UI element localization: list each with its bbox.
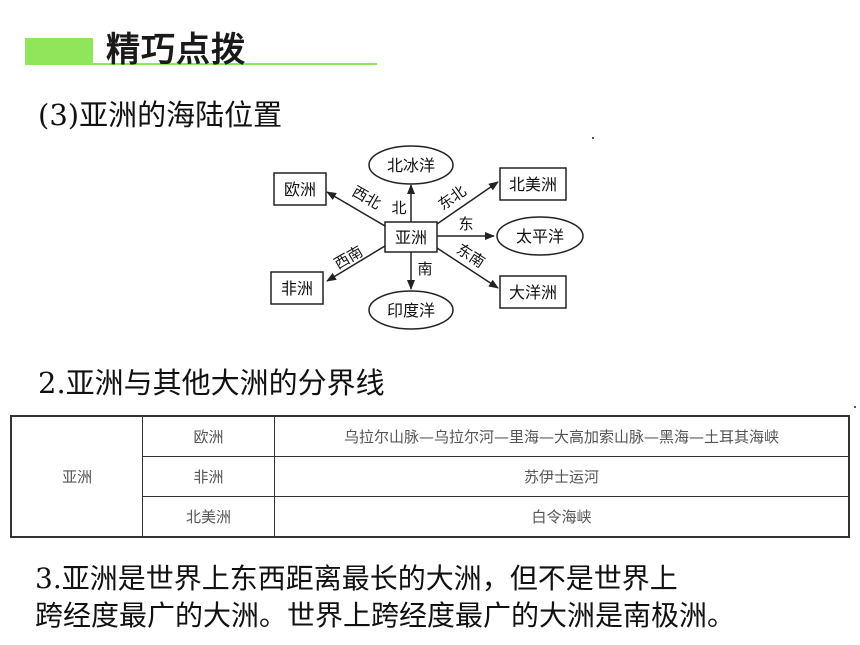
table-row: 亚洲 欧洲 乌拉尔山脉—乌拉尔河—里海—大高加索山脉—黑海—土耳其海峡 <box>10 415 850 538</box>
stray-dot <box>592 137 594 139</box>
node-arctic-ellipse <box>368 145 454 185</box>
header-accent-bar <box>25 38 93 64</box>
node-asia-label: 亚洲 <box>395 228 427 247</box>
table-row: 北美洲 白令海峡 <box>11 496 850 538</box>
asia-position-diagram: 亚洲 北冰洋 欧洲 北美洲 太平洋 非洲 印度洋 大洋洲 北 西北 东北 东 西… <box>270 145 584 330</box>
arrow-northeast <box>436 181 499 225</box>
dir-northeast-label: 东北 <box>435 182 470 214</box>
stray-dot <box>854 406 856 408</box>
node-pacific-label: 太平洋 <box>516 227 564 246</box>
boundary-cell: 苏伊士运河 <box>273 456 850 497</box>
continent-cell: 北美洲 <box>142 496 275 538</box>
header-underline <box>25 63 377 65</box>
continent-cell: 欧洲 <box>142 415 275 457</box>
node-north-america-label: 北美洲 <box>509 175 557 194</box>
fact-paragraph-line-1: 3.亚洲是世界上东西距离最长的大洲，但不是世界上 <box>35 562 678 595</box>
node-africa-box <box>270 271 324 305</box>
boundary-cell: 白令海峡 <box>273 496 850 538</box>
table-row: 非洲 苏伊士运河 <box>11 456 850 497</box>
node-oceania-label: 大洋洲 <box>509 283 557 302</box>
node-asia-box <box>384 221 438 253</box>
node-indian-ellipse <box>368 290 454 330</box>
fact-paragraph-line-2: 跨经度最广的大洲。世界上跨经度最广的大洲是南极洲。 <box>35 599 736 632</box>
page-title: 精巧点拨 <box>106 30 246 70</box>
node-europe-box <box>273 172 327 206</box>
dir-east-label: 东 <box>458 215 473 233</box>
node-arctic-label: 北冰洋 <box>387 156 435 175</box>
arrow-southeast <box>436 247 499 289</box>
section-heading-sea-land-position: (3)亚洲的海陆位置 <box>38 98 283 132</box>
node-europe-label: 欧洲 <box>284 180 316 199</box>
node-oceania-box <box>499 275 567 309</box>
section-heading-boundaries: 2.亚洲与其他大洲的分界线 <box>38 366 385 400</box>
dir-north-label: 北 <box>391 199 406 217</box>
boundary-cell: 乌拉尔山脉—乌拉尔河—里海—大高加索山脉—黑海—土耳其海峡 <box>273 415 850 457</box>
arrow-northwest <box>326 191 386 227</box>
node-indian-label: 印度洋 <box>387 301 435 320</box>
node-africa-label: 非洲 <box>281 279 313 298</box>
asia-cell: 亚洲 <box>10 415 144 538</box>
continent-cell: 非洲 <box>142 456 275 497</box>
node-north-america-box <box>499 167 567 201</box>
dir-southeast-label: 东南 <box>453 240 488 271</box>
boundary-table: 亚洲 欧洲 乌拉尔山脉—乌拉尔河—里海—大高加索山脉—黑海—土耳其海峡 非洲 苏… <box>10 415 850 538</box>
node-pacific-ellipse <box>496 216 584 256</box>
arrow-southwest <box>326 245 386 282</box>
dir-south-label: 南 <box>417 260 432 278</box>
